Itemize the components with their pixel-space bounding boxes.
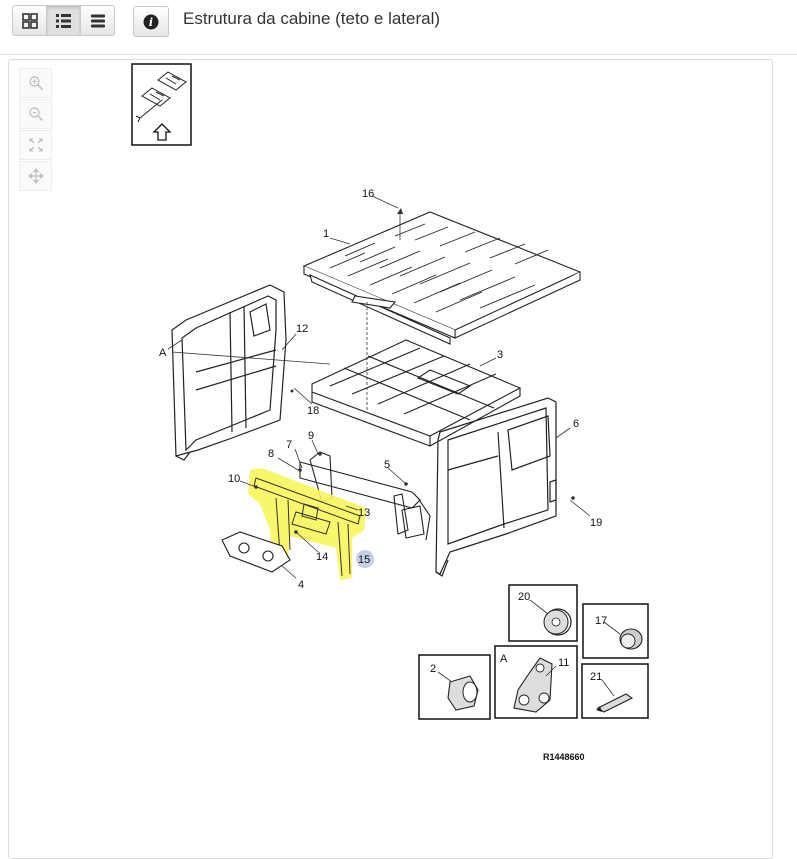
selected-callout-marker (356, 550, 374, 568)
detail-box-2[interactable]: 2 (418, 654, 491, 720)
detail-box-11[interactable]: A 11 (494, 645, 578, 719)
callout-7[interactable]: 7 (286, 439, 292, 451)
callout-17: 17 (595, 615, 607, 627)
callout-9[interactable]: 9 (308, 430, 314, 442)
orientation-box (131, 63, 192, 146)
right-side-frame[interactable] (435, 397, 557, 577)
fit-screen-icon (28, 138, 43, 152)
reference-code: R1448660 (543, 752, 585, 762)
detail-box-20[interactable]: 20 (508, 584, 578, 642)
callout-12[interactable]: 12 (296, 323, 308, 335)
callouts: 16 1 3 12 A 18 6 9 7 8 10 5 13 14 4 19 1… (159, 188, 602, 591)
detail-box-21[interactable]: 21 (581, 663, 649, 719)
leader-lines (167, 195, 591, 579)
callout-19[interactable]: 19 (590, 517, 602, 529)
roof-frame[interactable] (311, 339, 522, 447)
callout-1[interactable]: 1 (323, 228, 329, 240)
callout-11: 11 (558, 657, 569, 669)
callout-8[interactable]: 8 (268, 448, 274, 460)
callout-4[interactable]: 4 (298, 579, 304, 591)
zoom-in-icon (28, 76, 43, 91)
callout-6[interactable]: 6 (573, 418, 579, 430)
callout-2: 2 (430, 663, 436, 675)
callout-18[interactable]: 18 (307, 405, 319, 417)
detail-box-17[interactable]: 17 (582, 603, 649, 659)
left-side-frame[interactable] (171, 284, 287, 461)
pan-icon (27, 168, 44, 184)
callout-14[interactable]: 14 (316, 551, 328, 563)
toolbar: i Estrutura da cabine (teto e lateral) (0, 0, 797, 55)
callout-a-diagram[interactable]: A (159, 347, 167, 359)
zoom-out-icon (28, 107, 43, 122)
callout-13[interactable]: 13 (358, 507, 370, 519)
pan-button[interactable] (19, 161, 52, 191)
svg-text:i: i (149, 16, 153, 29)
grid-view-button[interactable] (12, 5, 47, 36)
bottom-bracket[interactable] (221, 531, 291, 573)
zoom-in-button[interactable] (19, 68, 52, 98)
fit-screen-button[interactable] (19, 130, 52, 160)
grid-icon (21, 12, 38, 29)
info-button[interactable]: i (133, 6, 169, 37)
detail-view-button[interactable] (80, 5, 115, 36)
info-icon: i (143, 14, 159, 29)
callout-10[interactable]: 10 (228, 473, 240, 485)
zoom-out-button[interactable] (19, 99, 52, 129)
zoom-toolbar (19, 68, 52, 192)
callout-16[interactable]: 16 (362, 188, 374, 200)
callout-15[interactable]: 15 (358, 554, 370, 566)
lines-icon (90, 14, 105, 27)
list-icon (56, 13, 71, 28)
diagram-panel (8, 59, 773, 859)
callout-5[interactable]: 5 (384, 459, 390, 471)
callout-3[interactable]: 3 (497, 349, 503, 361)
view-toggle-group (12, 5, 115, 36)
callout-21: 21 (590, 671, 602, 683)
page-title: Estrutura da cabine (teto e lateral) (183, 9, 441, 28)
callout-20: 20 (518, 591, 530, 603)
callout-a-detail: A (500, 653, 508, 665)
roof-panel[interactable] (302, 211, 582, 345)
